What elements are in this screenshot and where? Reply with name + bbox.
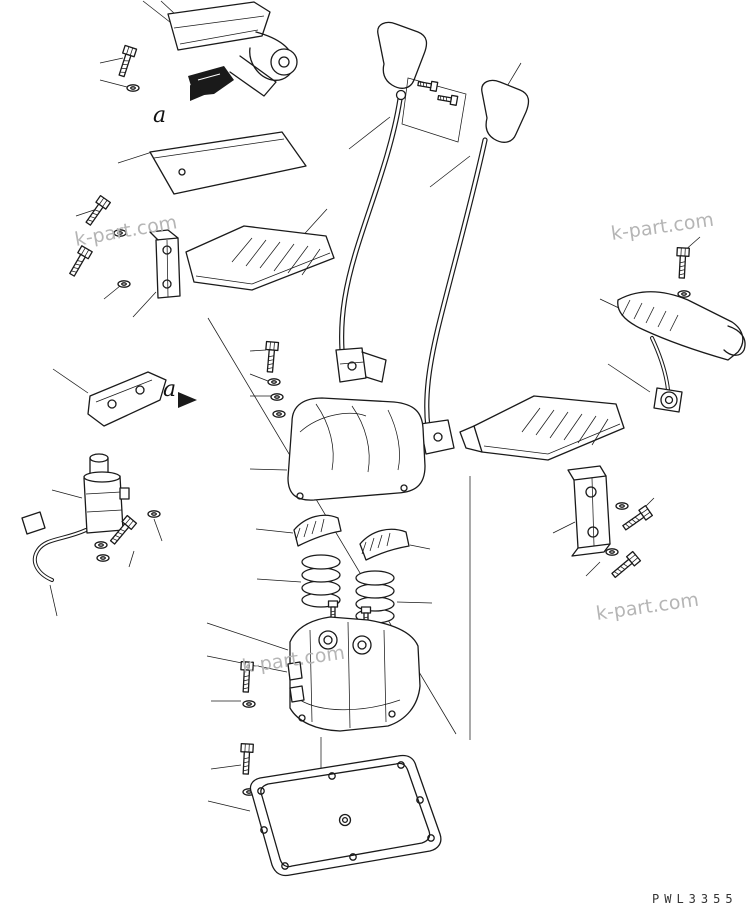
- washer: [147, 510, 161, 518]
- bolt: [82, 194, 112, 228]
- solenoid-valve: [21, 453, 130, 582]
- washer: [96, 554, 110, 562]
- bolt: [436, 92, 459, 106]
- bolt: [416, 78, 439, 92]
- callout-a-left-label: a: [163, 377, 176, 402]
- callout-a-top: a: [153, 85, 209, 128]
- washer: [94, 541, 108, 549]
- watermark-text: k-part.com: [595, 589, 701, 625]
- right-arm-assembly: [617, 291, 746, 413]
- bolt: [115, 44, 138, 79]
- bolt: [620, 504, 654, 534]
- right-control-lever: [401, 77, 530, 455]
- washer: [117, 280, 131, 288]
- washer: [126, 84, 140, 92]
- bolt: [66, 245, 93, 279]
- valve-cover-housing: [287, 397, 426, 501]
- watermark-text: k-part.com: [610, 209, 716, 245]
- callout-a-top-label: a: [153, 103, 166, 128]
- upper-pedal-assembly: [167, 1, 298, 97]
- right-foot-pedal: [459, 395, 625, 461]
- washer: [270, 393, 284, 401]
- left-foot-pedal: [149, 225, 335, 299]
- washer: [615, 502, 629, 510]
- part-code: PWL3355: [652, 892, 738, 906]
- callout-a-left: a: [163, 377, 197, 408]
- bolt: [675, 247, 690, 279]
- washer: [605, 548, 619, 556]
- hinge-bracket-dark: [188, 66, 234, 96]
- control-valve-body: [287, 600, 421, 732]
- washer: [677, 290, 691, 298]
- washer: [272, 410, 286, 418]
- base-gasket: [249, 754, 442, 877]
- washer: [242, 700, 256, 708]
- spring-left: [301, 554, 341, 608]
- right-hinge-bracket: [567, 465, 611, 557]
- spring-right: [355, 570, 395, 624]
- cam-wedge-left: [293, 514, 342, 547]
- bolt: [263, 340, 280, 374]
- cover-plate: [149, 131, 307, 195]
- bolt: [609, 550, 642, 581]
- left-control-lever: [335, 21, 428, 383]
- mount-bracket: [87, 371, 167, 427]
- bolt: [239, 743, 254, 775]
- washer: [267, 378, 281, 386]
- cam-wedge-right: [359, 528, 410, 561]
